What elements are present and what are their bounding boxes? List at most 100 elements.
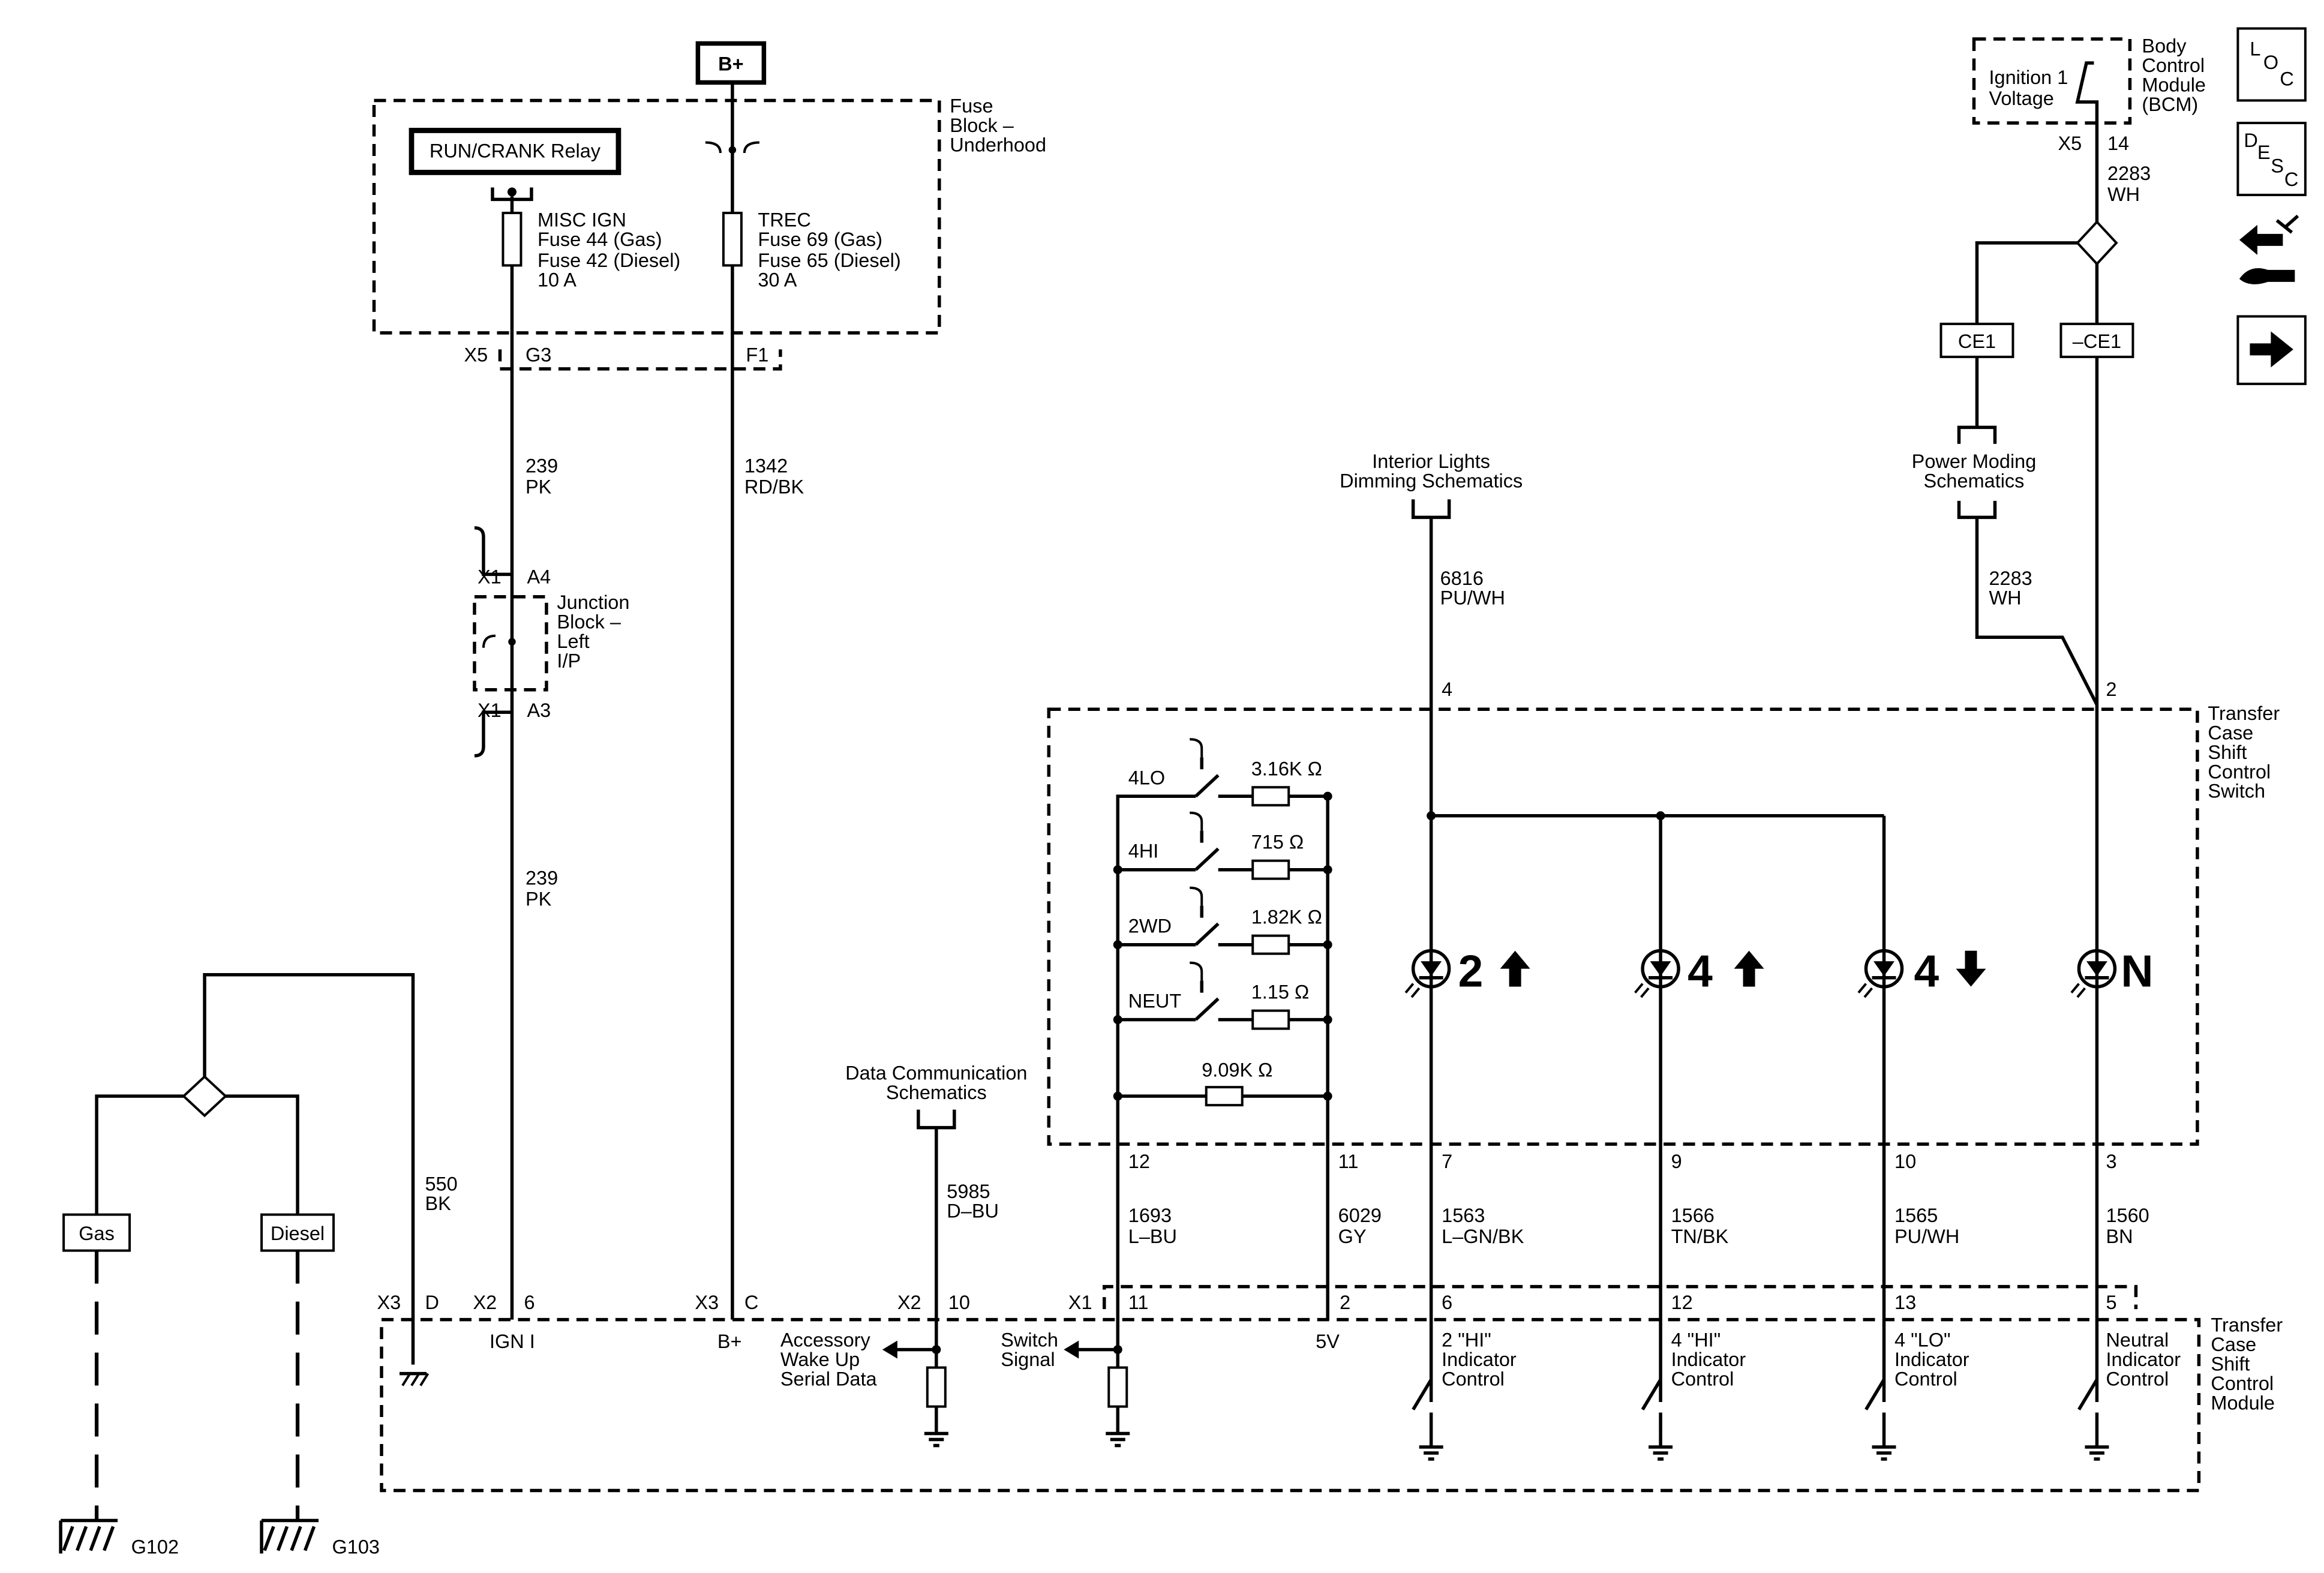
svg-text:Left: Left	[557, 631, 589, 652]
svg-text:Data Communication: Data Communication	[845, 1062, 1027, 1084]
svg-text:Indicator: Indicator	[1671, 1349, 1746, 1370]
fuse-misc-ign-label: MISC IGN Fuse 44 (Gas) Fuse 42 (Diesel) …	[538, 209, 680, 290]
svg-text:1342: 1342	[744, 455, 788, 476]
desc-icon-c: C	[2284, 169, 2298, 190]
bcm-connector: X5	[2058, 133, 2082, 154]
svg-text:5985: 5985	[947, 1181, 990, 1202]
svg-text:Fuse 42 (Diesel): Fuse 42 (Diesel)	[538, 250, 680, 271]
ground-icon	[1649, 1432, 1673, 1459]
desc-icon-d: D	[2244, 130, 2257, 151]
switch-contact	[1194, 774, 1220, 798]
interior-lights-ref[interactable]: Interior Lights Dimming Schematics	[1340, 451, 1523, 491]
svg-text:Control: Control	[2142, 55, 2205, 76]
resistor-value-label: 1.15 Ω	[1251, 981, 1310, 1003]
switch-position-label: NEUT	[1128, 990, 1182, 1012]
svg-text:PU/WH: PU/WH	[1894, 1226, 1959, 1247]
loc-icon-l: L	[2250, 38, 2260, 59]
resistor-value-label: 715 Ω	[1251, 831, 1304, 853]
svg-text:Fuse 65 (Diesel): Fuse 65 (Diesel)	[758, 250, 900, 271]
arrow-left-icon	[882, 1340, 897, 1359]
svg-text:TN/BK: TN/BK	[1671, 1226, 1729, 1247]
switch-pin-2: 2	[2106, 679, 2116, 700]
svg-text:Control: Control	[2106, 1368, 2169, 1390]
indicator-led-icon	[2071, 951, 2115, 997]
svg-text:2 "HI": 2 "HI"	[1442, 1329, 1491, 1351]
resistor-value-label: 1.82K Ω	[1251, 906, 1322, 928]
wire-1342-label: 1342 RD/BK	[744, 455, 804, 497]
indicator-led-icon	[1858, 951, 1902, 997]
power-moding-ref[interactable]: Power Moding Schematics	[1912, 451, 2037, 491]
switch-pin-11: 11	[1338, 1151, 1359, 1172]
not-ce1-box	[2059, 322, 2134, 358]
module-x3c-connector: X3	[695, 1292, 719, 1313]
svg-text:WH: WH	[2107, 184, 2140, 205]
module-ign-label: IGN I	[490, 1331, 535, 1352]
svg-text:Accessory: Accessory	[780, 1329, 871, 1351]
wire-1565-label: 1565 PU/WH	[1894, 1205, 1959, 1247]
svg-text:1560: 1560	[2106, 1205, 2149, 1226]
svg-text:Wake Up: Wake Up	[780, 1349, 860, 1370]
svg-text:Body: Body	[2142, 35, 2187, 56]
resistor-accessory	[926, 1366, 947, 1408]
svg-text:1565: 1565	[1894, 1205, 1938, 1226]
svg-text:BK: BK	[425, 1193, 451, 1214]
wire-5985-label: 5985 D–BU	[947, 1181, 999, 1221]
ground-icon	[1872, 1432, 1896, 1459]
wire-2283-label-upper: 2283 WH	[2107, 163, 2151, 205]
resistor	[1251, 786, 1290, 807]
loc-icon-o: O	[2263, 52, 2278, 73]
switch-signal-label: Switch Signal	[1001, 1329, 1058, 1370]
indicator-4lo-control-label: 4 "LO" Indicator Control	[1894, 1329, 1969, 1390]
module-x2-connector: X2	[473, 1292, 497, 1313]
module-pin-c: C	[744, 1292, 758, 1313]
wire-550-label: 550 BK	[425, 1173, 457, 1214]
svg-text:Transfer: Transfer	[2211, 1314, 2283, 1336]
junction-block-title: Junction Block – Left I/P	[557, 592, 629, 671]
module-pin-12: 12	[1671, 1292, 1693, 1313]
ce1-label: CE1	[1958, 331, 1996, 352]
svg-text:Block –: Block –	[950, 115, 1014, 136]
fuse-block-title: Fuse Block – Underhood	[950, 95, 1046, 155]
wire-1560-label: 1560 BN	[2106, 1205, 2149, 1247]
run-crank-relay-box	[409, 128, 621, 175]
wire-6029-label: 6029 GY	[1338, 1205, 1382, 1247]
svg-text:PK: PK	[526, 888, 552, 910]
fuse-block-connector	[498, 349, 782, 371]
switch-position-label: 4HI	[1128, 840, 1159, 862]
connector-views-icon[interactable]	[2239, 214, 2299, 284]
shift-switch-title: Transfer Case Shift Control Switch	[2208, 703, 2280, 802]
ground-split-diamond	[182, 1074, 227, 1118]
ground-g102-icon	[61, 1521, 118, 1554]
svg-text:TREC: TREC	[758, 209, 810, 230]
wire-1566-label: 1566 TN/BK	[1671, 1205, 1729, 1247]
fuse-block-boundary	[372, 98, 941, 335]
svg-text:Transfer: Transfer	[2208, 703, 2280, 724]
ground-option-gas-label: Gas	[79, 1223, 115, 1244]
driver-switch	[1412, 1379, 1433, 1410]
svg-text:Junction: Junction	[557, 592, 629, 613]
desc-icon-e: E	[2257, 142, 2271, 163]
arrow-down-icon	[1956, 950, 1986, 987]
bcm-split-diamond	[2076, 220, 2118, 266]
loc-icon[interactable]	[2236, 27, 2307, 102]
module-x2-10-connector: X2	[897, 1292, 921, 1313]
fuse-block-pin-g3: G3	[526, 344, 551, 365]
switch-position-label: 2WD	[1128, 915, 1172, 937]
svg-text:4 "LO": 4 "LO"	[1894, 1329, 1951, 1351]
desc-icon[interactable]	[2236, 121, 2307, 196]
wire-1563-label: 1563 L–GN/BK	[1442, 1205, 1524, 1247]
svg-text:WH: WH	[1989, 587, 2021, 608]
junction-top-connector: X1	[478, 566, 502, 587]
switch-contact	[1194, 997, 1220, 1021]
wire-1693-label: 1693 L–BU	[1128, 1205, 1177, 1247]
resistor	[1251, 859, 1290, 880]
svg-text:Control: Control	[2208, 761, 2271, 782]
resistor	[1251, 934, 1290, 955]
arrow-left-icon	[1064, 1340, 1079, 1359]
arrow-up-icon	[1734, 950, 1764, 987]
ce1-box	[1939, 322, 2014, 358]
svg-text:Case: Case	[2208, 722, 2253, 743]
fuse-block-connector-label: X5	[464, 344, 488, 365]
data-communication-ref[interactable]: Data Communication Schematics	[845, 1062, 1027, 1103]
